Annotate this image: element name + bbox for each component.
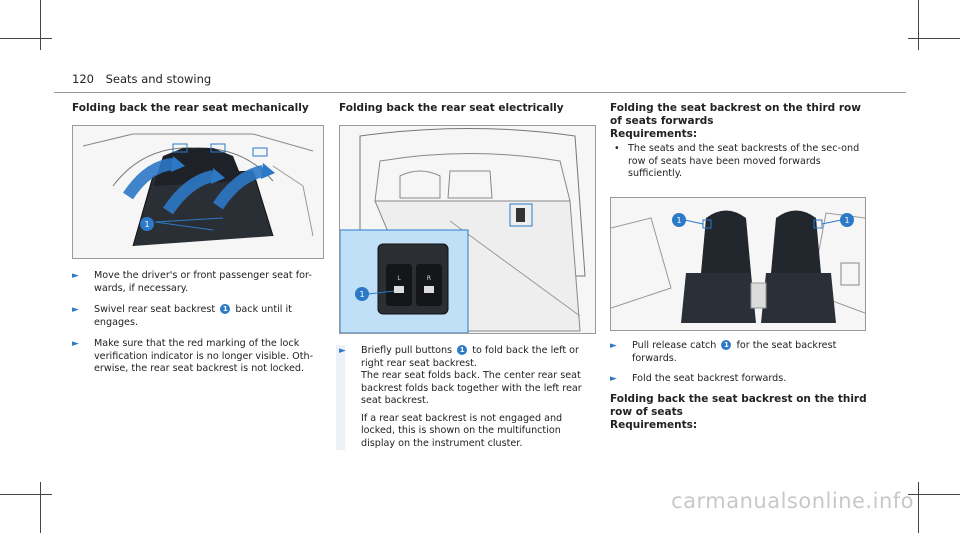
indent-bar (336, 345, 345, 450)
step-check-lock: ► Make sure that the red marking of the … (72, 338, 314, 374)
crop-mark (908, 38, 960, 39)
column-mechanical: Folding back the rear seat mechanically (72, 102, 322, 115)
crop-mark (40, 0, 41, 50)
figure-electrical-seat: L R 1 (339, 125, 596, 334)
step-arrow-icon: ► (339, 346, 346, 356)
crop-mark (908, 494, 960, 495)
watermark: carmanualsonline.info (671, 489, 914, 513)
crop-mark (40, 482, 41, 533)
callout-badge: 1 (721, 340, 732, 350)
crop-mark (918, 482, 919, 533)
column-third-row: Folding the seat backrest on the third r… (610, 102, 870, 181)
requirements-label: Requirements: (610, 128, 698, 140)
step-arrow-icon: ► (72, 305, 79, 315)
page-header: 120 Seats and stowing (72, 72, 211, 86)
seat-illustration: 1 (73, 126, 323, 258)
step-fold-backrest: ► Fold the seat backrest forwards. (610, 373, 787, 384)
column-electrical: Folding back the rear seat electrically (339, 102, 594, 115)
step-pull-buttons: ► Briefly pull buttons 1 to fold back th… (336, 345, 594, 450)
section-heading: Folding the seat backrest on the third r… (610, 102, 861, 127)
crop-mark (0, 494, 52, 495)
section-heading: Folding back the seat backrest on the th… (610, 393, 867, 418)
callout-number: 1 (676, 216, 681, 225)
step-swivel-backrest: ► Swivel rear seat backrest 1 back until… (72, 304, 292, 328)
section-heading: Folding back the rear seat electrically (339, 102, 564, 114)
callout-number: 1 (359, 290, 364, 299)
section-fold-back-third-row: Folding back the seat backrest on the th… (610, 393, 870, 432)
callout-badge: 1 (457, 345, 468, 355)
step-pull-release-catch: ► Pull release catch 1 for the seat back… (610, 340, 837, 364)
requirements-list: • The seats and the seat backrests of th… (614, 143, 860, 179)
figure-mechanical-seat: 1 (72, 125, 324, 259)
third-row-illustration: 1 1 (611, 198, 865, 330)
section-title: Seats and stowing (105, 72, 212, 86)
callout-badge: 1 (220, 304, 231, 314)
section-heading: Folding back the rear seat mechanically (72, 102, 309, 114)
step-arrow-icon: ► (610, 374, 617, 384)
button-label-r: R (427, 275, 431, 282)
page-number: 120 (72, 72, 94, 86)
step-arrow-icon: ► (72, 339, 79, 349)
list-bullet: • (614, 143, 620, 154)
crop-mark (918, 0, 919, 50)
callout-number: 1 (144, 220, 149, 229)
step-arrow-icon: ► (72, 271, 79, 281)
crop-mark (0, 38, 52, 39)
trunk-illustration: L R 1 (340, 126, 595, 333)
requirements-label: Requirements: (610, 419, 698, 431)
step-arrow-icon: ► (610, 341, 617, 351)
button-label-l: L (397, 275, 401, 282)
header-divider (54, 92, 906, 93)
figure-third-row-seat: 1 1 (610, 197, 866, 331)
step-move-seat: ► Move the driver's or front passenger s… (72, 270, 312, 294)
callout-number: 1 (844, 216, 849, 225)
